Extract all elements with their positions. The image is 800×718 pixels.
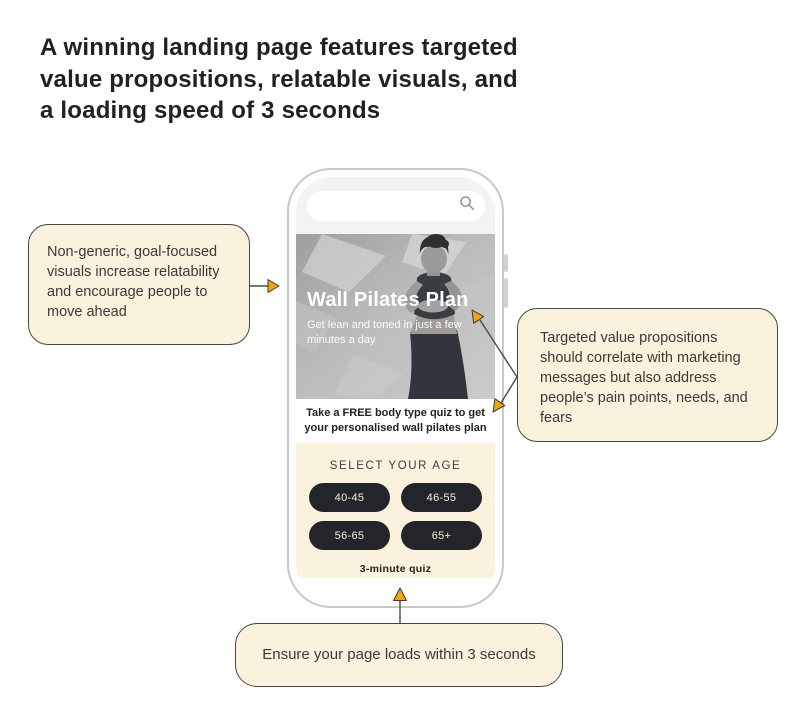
callout-value-props: Targeted value propositions should corre… — [517, 308, 778, 442]
callout-speed: Ensure your page loads within 3 seconds — [235, 623, 563, 687]
screen-bottom-spacer — [296, 578, 495, 599]
phone-volume-button — [503, 278, 508, 308]
phone-power-button — [503, 254, 508, 272]
age-option-button[interactable]: 46-55 — [401, 483, 482, 512]
arrow-right-icon — [267, 279, 280, 293]
search-icon[interactable] — [459, 195, 475, 216]
age-option-button[interactable]: 40-45 — [309, 483, 390, 512]
search-bar[interactable] — [306, 190, 485, 221]
page-title-line: A winning landing page features targeted — [40, 34, 518, 61]
age-heading: SELECT YOUR AGE — [329, 460, 462, 472]
age-select-section: SELECT YOUR AGE 40-45 46-55 56-65 65+ 3-… — [296, 443, 495, 578]
age-option-button[interactable]: 65+ — [401, 521, 482, 550]
page-title-line: value propositions, relatable visuals, a… — [40, 65, 518, 93]
quiz-prompt: Take a FREE body type quiz to get your p… — [296, 399, 495, 443]
page-title: A winning landing page features targeted… — [40, 32, 600, 127]
age-options-grid: 40-45 46-55 56-65 65+ — [296, 472, 495, 550]
hero-text-block: Wall Pilates Plan Get lean and toned in … — [307, 289, 475, 347]
browser-header — [296, 177, 495, 234]
hero-image: Wall Pilates Plan Get lean and toned in … — [296, 234, 495, 399]
quiz-duration-note: 3-minute quiz — [359, 563, 432, 575]
page-title-line: a loading speed of 3 seconds — [40, 97, 381, 125]
age-option-button[interactable]: 56-65 — [309, 521, 390, 550]
callout-visuals: Non-generic, goal-focused visuals increa… — [28, 224, 250, 345]
phone-mockup: Wall Pilates Plan Get lean and toned in … — [287, 168, 508, 608]
hero-subtitle: Get lean and toned in just a few minutes… — [307, 319, 462, 346]
phone-screen: Wall Pilates Plan Get lean and toned in … — [296, 177, 495, 599]
hero-title: Wall Pilates Plan — [307, 289, 469, 311]
hero-photo-illustration — [296, 234, 495, 399]
